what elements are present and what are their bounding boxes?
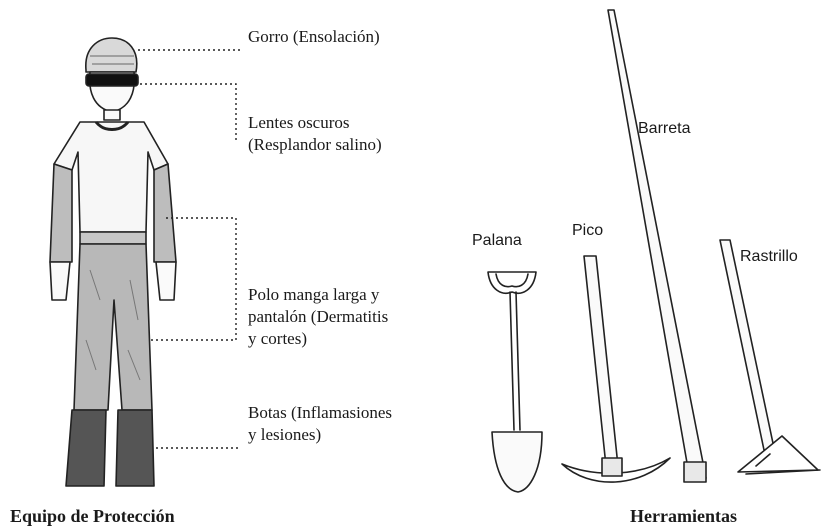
label-lentes-line1: Lentes oscuros <box>248 112 382 134</box>
tool-label-barreta: Barreta <box>638 120 690 138</box>
label-polo-line3: y cortes) <box>248 328 388 350</box>
label-lentes-line2: (Resplandor salino) <box>248 134 382 156</box>
label-botas-line2: y lesiones) <box>248 424 392 446</box>
tool-label-rastrillo: Rastrillo <box>740 248 798 266</box>
sunglasses-icon <box>86 74 138 86</box>
label-polo-line1: Polo manga larga y <box>248 284 388 306</box>
cap-icon <box>86 38 137 72</box>
right-boot <box>116 410 154 486</box>
leader-lentes <box>140 84 236 140</box>
label-polo-line2: pantalón (Dermatitis <box>248 306 388 328</box>
left-boot <box>66 410 106 486</box>
label-botas: Botas (Inflamasiones y lesiones) <box>248 402 392 446</box>
rake-icon <box>720 240 820 474</box>
left-sleeve <box>50 164 72 262</box>
caption-herramientas: Herramientas <box>630 506 737 527</box>
label-lentes: Lentes oscuros (Resplandor salino) <box>248 112 382 156</box>
right-sleeve <box>154 164 176 262</box>
label-botas-line1: Botas (Inflamasiones <box>248 402 392 424</box>
tool-label-pico: Pico <box>572 222 603 240</box>
shovel-icon <box>488 272 542 492</box>
crowbar-icon <box>608 10 706 482</box>
trousers <box>74 244 152 410</box>
belt <box>80 232 146 244</box>
label-gorro: Gorro (Ensolación) <box>248 26 380 48</box>
label-polo: Polo manga larga y pantalón (Dermatitis … <box>248 284 388 350</box>
pickaxe-icon <box>562 256 670 482</box>
worker-figure <box>50 38 176 486</box>
caption-equipo: Equipo de Protección <box>10 506 175 527</box>
tool-label-palana: Palana <box>472 232 522 250</box>
